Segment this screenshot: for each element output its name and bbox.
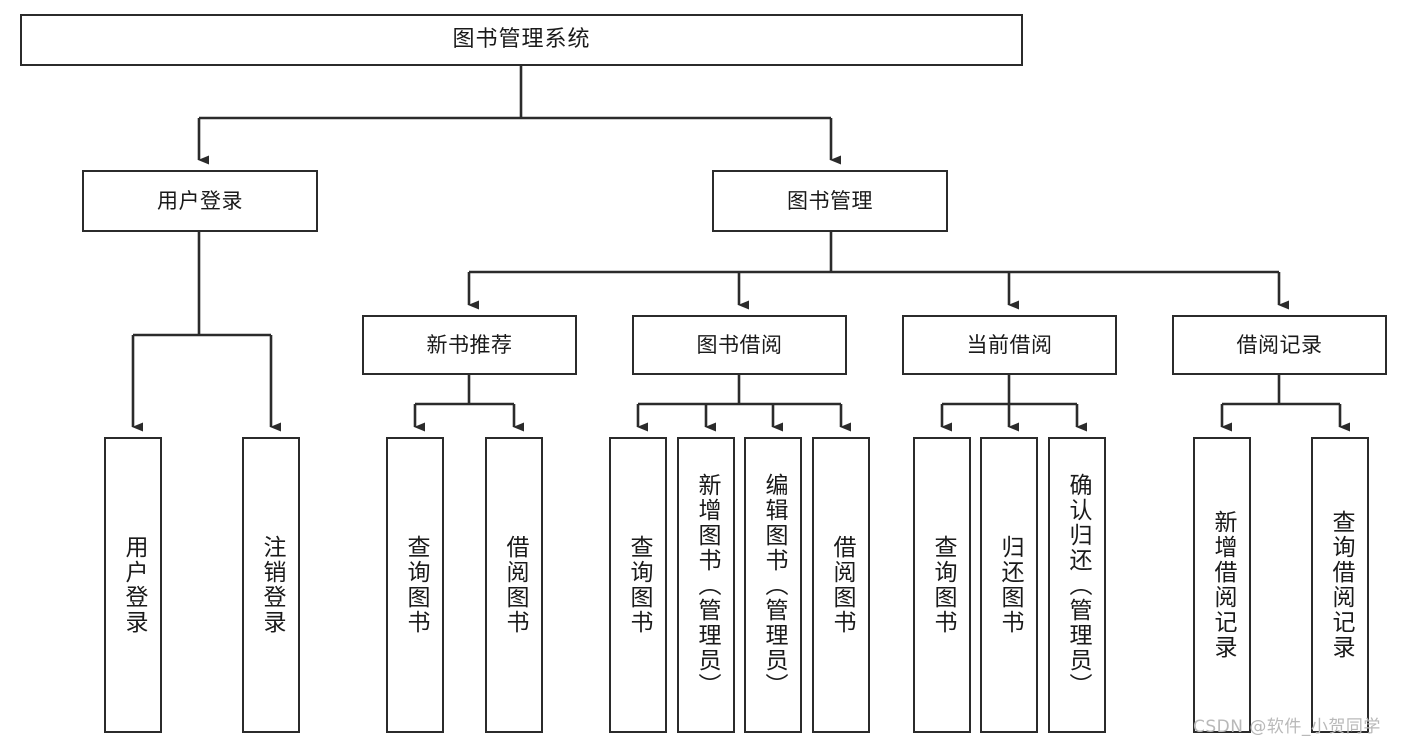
node-leaf-edit-book[interactable]: 编辑图书（管理员）	[744, 437, 802, 733]
node-leaf-return-book[interactable]: 归还图书	[980, 437, 1038, 733]
node-leaf-user-login[interactable]: 用户登录	[104, 437, 162, 733]
node-root-system[interactable]: 图书管理系统	[20, 14, 1023, 66]
node-label: 新书推荐	[426, 332, 513, 357]
node-label: 查询借阅记录	[1327, 510, 1354, 660]
node-label: 新增图书（管理员）	[693, 472, 720, 698]
node-label: 归还图书	[996, 535, 1023, 635]
node-label: 查询图书	[929, 535, 956, 635]
node-book-management[interactable]: 图书管理	[712, 170, 948, 232]
node-label: 查询图书	[625, 535, 652, 635]
node-user-login[interactable]: 用户登录	[82, 170, 318, 232]
node-label: 借阅图书	[501, 535, 528, 635]
node-leaf-add-book[interactable]: 新增图书（管理员）	[677, 437, 735, 733]
node-label: 当前借阅	[966, 332, 1053, 357]
node-label: 图书借阅	[696, 332, 783, 357]
node-label: 借阅记录	[1236, 332, 1323, 357]
node-borrow-record[interactable]: 借阅记录	[1172, 315, 1387, 375]
node-label: 用户登录	[120, 535, 147, 635]
node-leaf-query-book-recommend[interactable]: 查询图书	[386, 437, 444, 733]
node-leaf-borrow-book-recommend[interactable]: 借阅图书	[485, 437, 543, 733]
node-leaf-logout-login[interactable]: 注销登录	[242, 437, 300, 733]
node-label: 编辑图书（管理员）	[760, 472, 787, 698]
node-label: 图书管理系统	[452, 27, 591, 53]
node-leaf-borrow-book[interactable]: 借阅图书	[812, 437, 870, 733]
watermark-text: CSDN @软件_小贺同学	[1193, 717, 1381, 737]
node-new-book-recommend[interactable]: 新书推荐	[362, 315, 577, 375]
node-label: 借阅图书	[828, 535, 855, 635]
node-book-borrow[interactable]: 图书借阅	[632, 315, 847, 375]
node-label: 新增借阅记录	[1209, 510, 1236, 660]
node-current-borrow[interactable]: 当前借阅	[902, 315, 1117, 375]
node-label: 用户登录	[157, 188, 243, 213]
node-leaf-query-book-borrow[interactable]: 查询图书	[609, 437, 667, 733]
node-leaf-confirm-return[interactable]: 确认归还（管理员）	[1048, 437, 1106, 733]
node-label: 查询图书	[402, 535, 429, 635]
node-label: 注销登录	[258, 535, 285, 635]
node-leaf-query-book-current[interactable]: 查询图书	[913, 437, 971, 733]
node-label: 图书管理	[787, 188, 873, 213]
node-leaf-add-borrow-record[interactable]: 新增借阅记录	[1193, 437, 1251, 733]
node-leaf-query-borrow-record[interactable]: 查询借阅记录	[1311, 437, 1369, 733]
node-label: 确认归还（管理员）	[1064, 472, 1091, 698]
